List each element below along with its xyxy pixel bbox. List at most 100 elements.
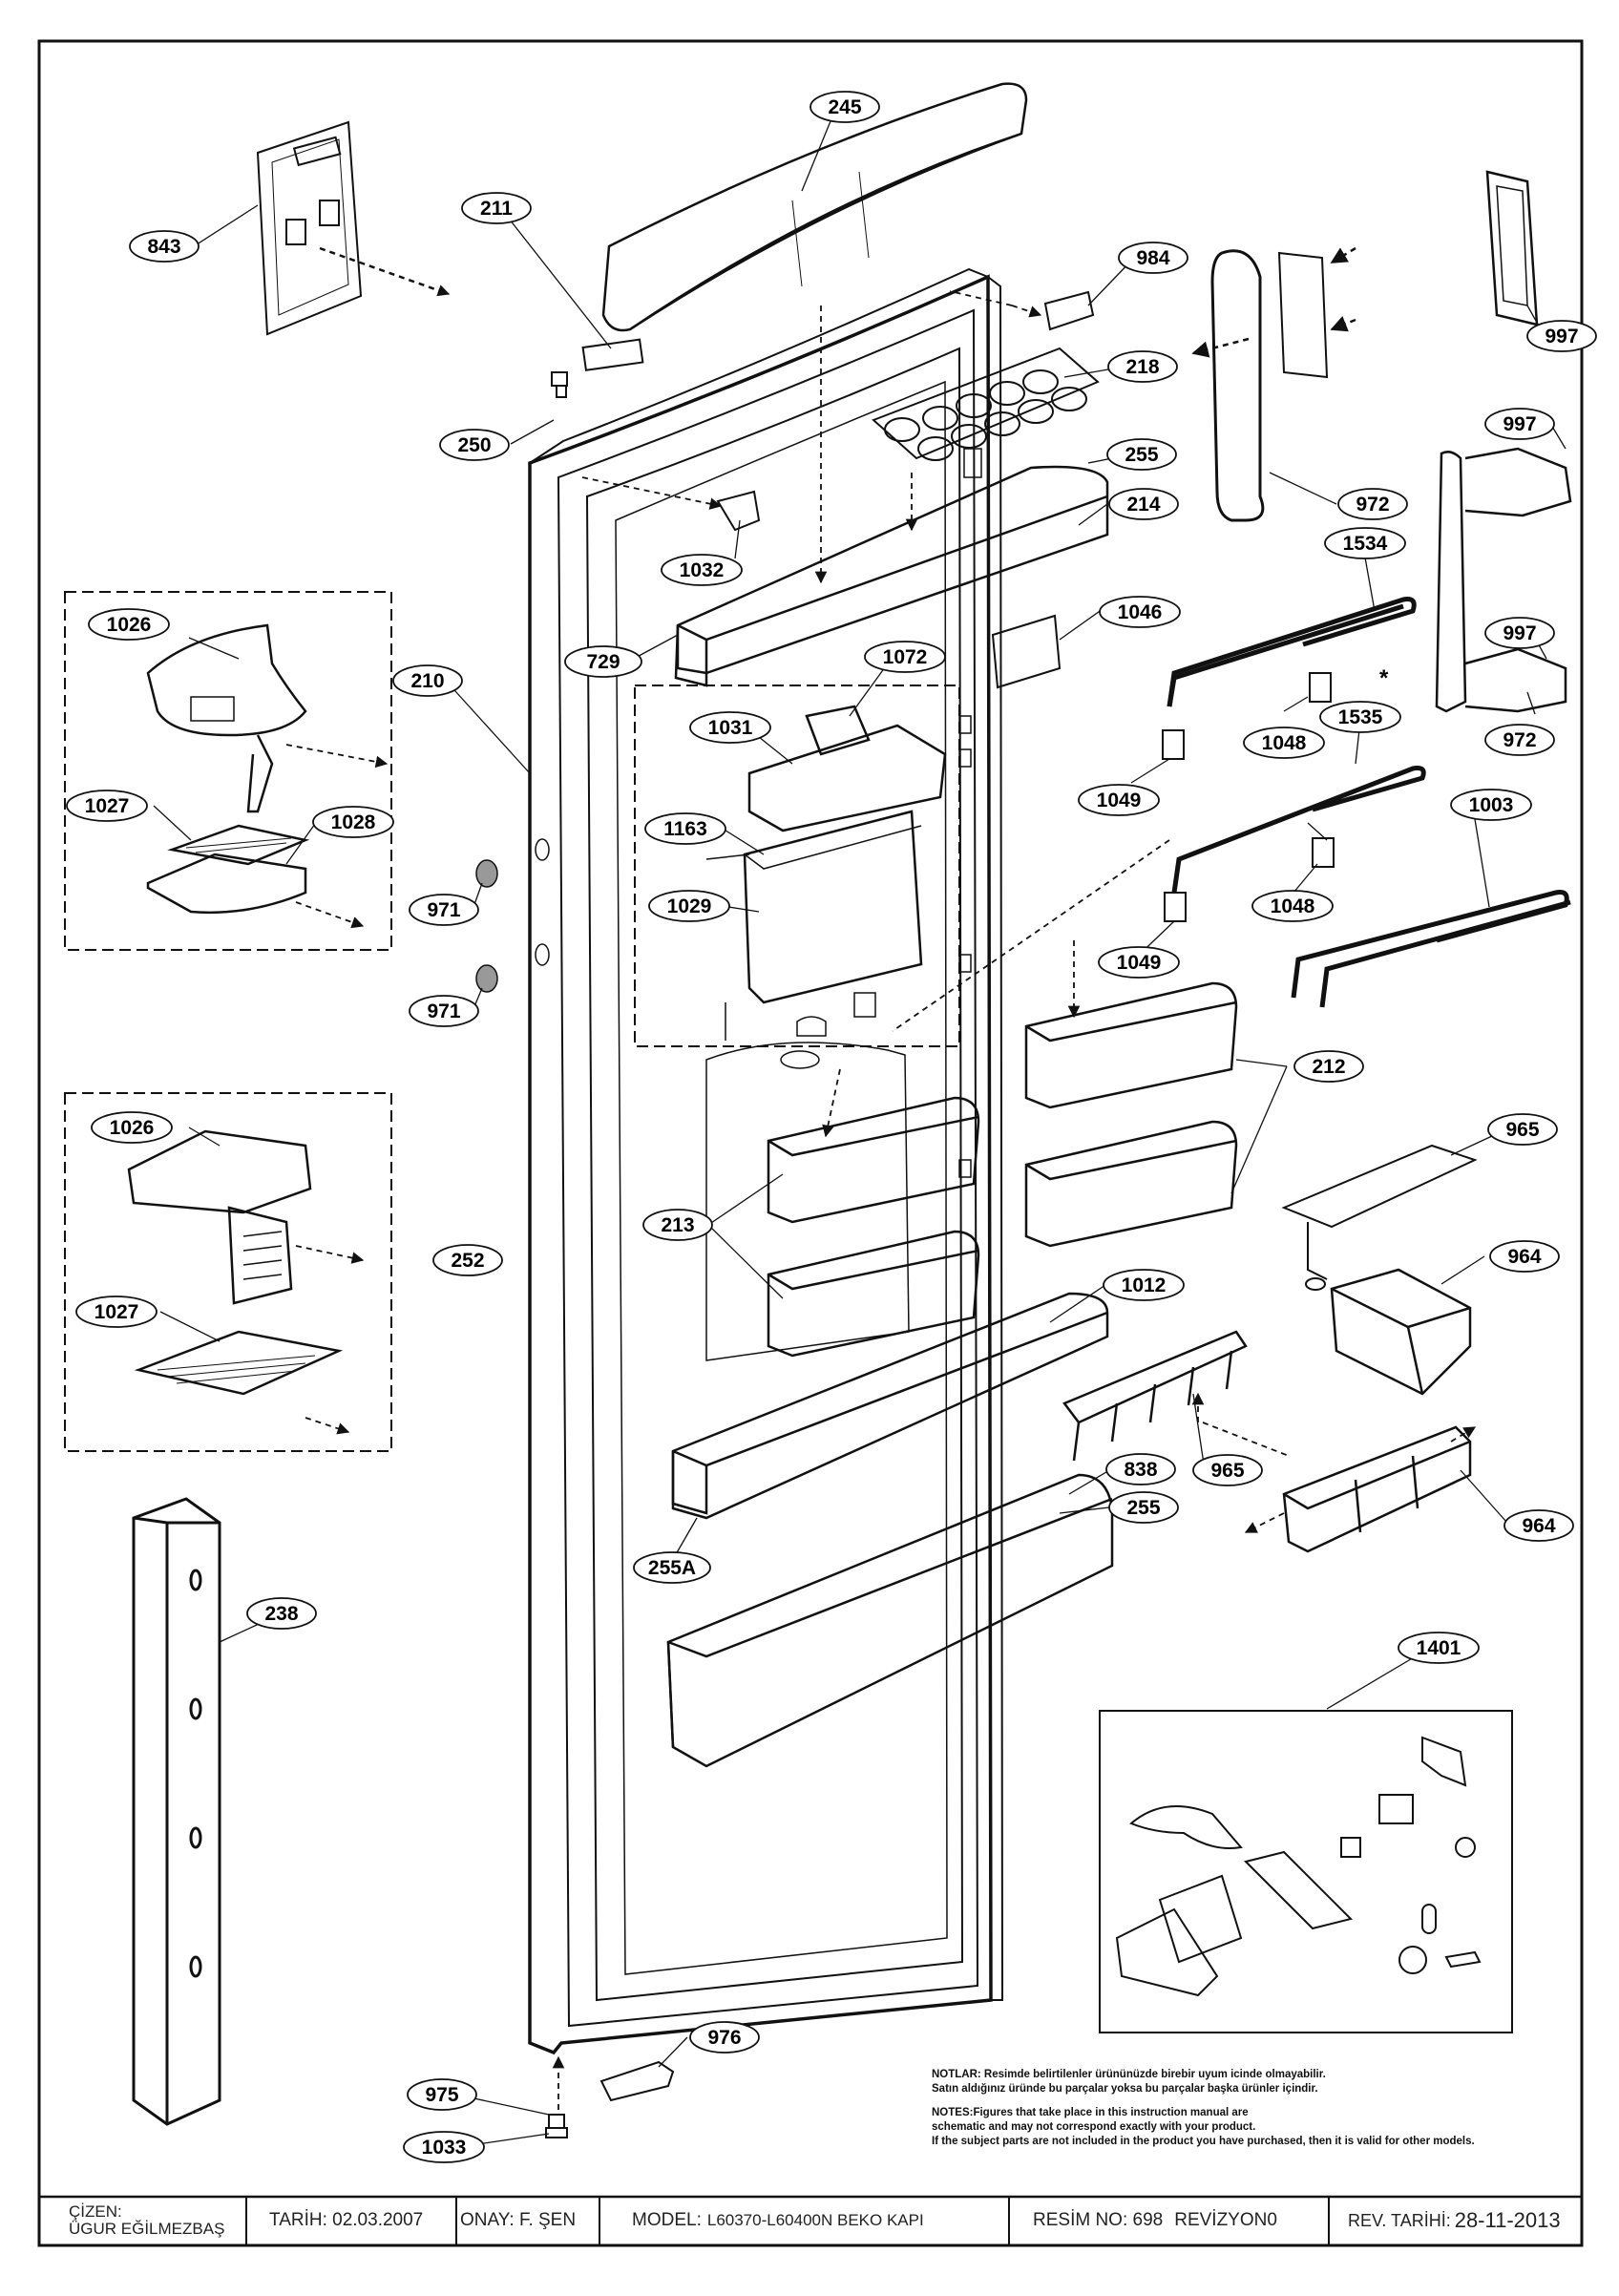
label-text: 1072 bbox=[883, 646, 928, 668]
label-text: 1401 bbox=[1417, 1637, 1461, 1659]
part-label-1048b: 1048 bbox=[1251, 890, 1334, 922]
storage-tray-part bbox=[1282, 1425, 1472, 1553]
label-text: 1049 bbox=[1117, 952, 1162, 974]
label-text: 971 bbox=[427, 1001, 460, 1022]
part-label-1535: 1535 bbox=[1319, 701, 1401, 733]
label-text: 1026 bbox=[107, 614, 152, 636]
part-label-972a: 972 bbox=[1337, 488, 1408, 520]
part-label-971a: 971 bbox=[409, 894, 479, 926]
label-bubble bbox=[75, 1295, 158, 1328]
part-label-255A: 255A bbox=[633, 1551, 711, 1584]
label-text: 984 bbox=[1136, 247, 1169, 269]
label-bubble bbox=[461, 192, 532, 224]
wire-guard-upper-part bbox=[1167, 597, 1417, 707]
label-text: 976 bbox=[707, 2027, 741, 2049]
label-text: 214 bbox=[1126, 494, 1160, 516]
sheet-border bbox=[37, 39, 1584, 2247]
label-text: 964 bbox=[1507, 1246, 1541, 1268]
part-label-1026b: 1026 bbox=[91, 1111, 173, 1144]
label-text: 1027 bbox=[95, 1301, 139, 1323]
wire-guard-middle-part bbox=[1171, 766, 1426, 894]
label-bubble bbox=[1106, 438, 1177, 471]
approval-value: ONAY: F. ŞEN bbox=[460, 2210, 577, 2230]
label-bubble bbox=[648, 890, 730, 922]
label-bubble bbox=[642, 1209, 713, 1241]
part-label-213: 213 bbox=[642, 1209, 713, 1241]
title-block-dividers bbox=[245, 2197, 1330, 2245]
label-bubble bbox=[1107, 350, 1178, 383]
part-label-1048a: 1048 bbox=[1243, 727, 1325, 759]
side-profile-part bbox=[132, 1497, 221, 2126]
label-bubble bbox=[1398, 1632, 1480, 1664]
label-text: 1163 bbox=[663, 818, 707, 840]
part-label-1072: 1072 bbox=[864, 641, 946, 673]
part-label-211: 211 bbox=[461, 192, 532, 224]
label-text: 1003 bbox=[1469, 794, 1514, 816]
label-bubble bbox=[1293, 1050, 1364, 1083]
control-card-part bbox=[256, 120, 363, 336]
part-label-1027a: 1027 bbox=[66, 790, 148, 822]
label-text: 1048 bbox=[1271, 895, 1315, 917]
part-label-729: 729 bbox=[564, 645, 642, 678]
label-bubble bbox=[403, 2131, 485, 2163]
part-label-250: 250 bbox=[439, 429, 510, 461]
notes-en-line-2: schematic and may not correspond exactly… bbox=[932, 2121, 1256, 2133]
label-bubble bbox=[439, 429, 510, 461]
label-bubble bbox=[1337, 488, 1408, 520]
notes-en-line-1: NOTES:Figures that take place in this in… bbox=[932, 2107, 1249, 2118]
part-label-252: 252 bbox=[432, 1244, 503, 1276]
middle-shelf-part bbox=[671, 1292, 1109, 1520]
dispenser-subassembly-box-1 bbox=[64, 591, 392, 951]
label-bubble bbox=[312, 806, 394, 838]
label-bubble bbox=[1503, 1509, 1574, 1542]
label-text: 1029 bbox=[667, 895, 712, 917]
label-text: 997 bbox=[1503, 413, 1536, 435]
label-bubble bbox=[661, 554, 743, 586]
dispenser-housing-part-1 bbox=[146, 623, 307, 813]
part-label-245: 245 bbox=[810, 91, 880, 123]
label-bubble bbox=[1108, 1491, 1179, 1524]
part-label-976: 976 bbox=[689, 2021, 760, 2054]
part-label-1031: 1031 bbox=[689, 711, 771, 744]
part-label-238: 238 bbox=[246, 1597, 317, 1630]
date-value: TARİH: 02.03.2007 bbox=[269, 2210, 424, 2230]
leader-lines bbox=[153, 120, 1566, 2148]
label-bubble bbox=[1487, 1113, 1558, 1146]
part-label-1534: 1534 bbox=[1324, 527, 1406, 559]
part-label-210: 210 bbox=[392, 664, 463, 697]
label-bubble bbox=[864, 641, 946, 673]
title-block-rev-date: REV. TARİHİ: 28-11-2013 bbox=[1348, 2197, 1577, 2244]
label-bubble bbox=[88, 608, 170, 641]
clip-part bbox=[716, 490, 761, 532]
part-label-975: 975 bbox=[407, 2078, 477, 2111]
label-text: 255 bbox=[1126, 1497, 1160, 1519]
notes-en-line-3: If the subject parts are not included in… bbox=[932, 2136, 1475, 2147]
label-text: 972 bbox=[1356, 494, 1389, 516]
water-tank-group bbox=[705, 705, 947, 1069]
label-text: 1032 bbox=[680, 559, 725, 581]
part-label-997a: 997 bbox=[1526, 320, 1597, 352]
label-bubble bbox=[1484, 617, 1555, 649]
egg-tray-part bbox=[872, 347, 1100, 461]
label-bubble bbox=[409, 995, 479, 1027]
part-label-1046: 1046 bbox=[1099, 596, 1181, 628]
label-bubble bbox=[1108, 488, 1179, 520]
label-bubble bbox=[66, 790, 148, 822]
label-bubble bbox=[1192, 1454, 1263, 1486]
part-label-1032: 1032 bbox=[661, 554, 743, 586]
label-text: 971 bbox=[427, 899, 460, 921]
label-text: 997 bbox=[1545, 326, 1578, 348]
drip-grille-part-1 bbox=[167, 824, 310, 866]
label-bubble bbox=[1098, 946, 1180, 979]
wire-guard-lower-part bbox=[1291, 890, 1571, 1008]
model-label: MODEL: bbox=[632, 2210, 702, 2230]
part-label-838: 838 bbox=[1105, 1453, 1176, 1485]
title-block-approval: ONAY: F. ŞEN bbox=[460, 2197, 599, 2244]
part-label-1033: 1033 bbox=[403, 2131, 485, 2163]
label-text: 975 bbox=[425, 2084, 458, 2106]
bottom-pin-part bbox=[545, 2114, 568, 2138]
accessory-kit-box bbox=[1099, 1710, 1513, 2033]
